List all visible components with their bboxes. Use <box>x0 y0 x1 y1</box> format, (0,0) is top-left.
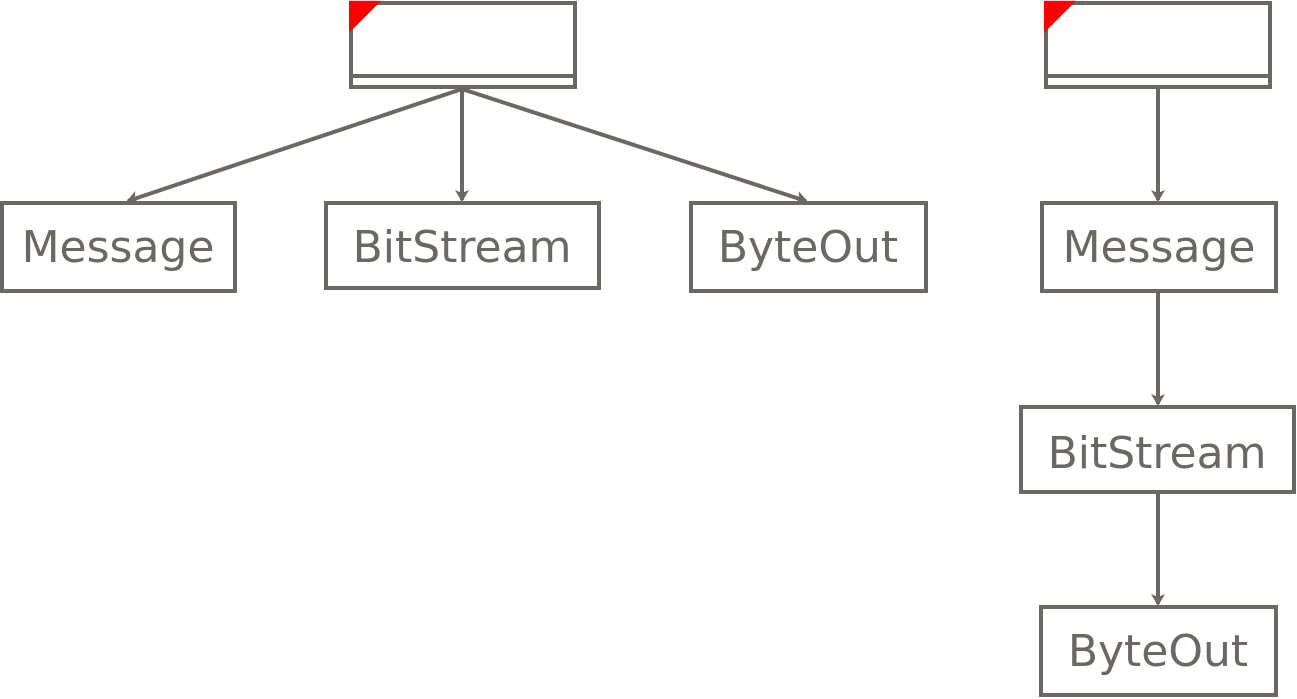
chain-diagram: Message BitStream ByteOut <box>1019 1 1296 697</box>
node-label: Message <box>22 222 215 273</box>
node-label: ByteOut <box>1068 626 1248 677</box>
node-label: ByteOut <box>718 222 898 273</box>
root-node <box>1044 1 1272 89</box>
node-label: BitStream <box>1048 428 1267 479</box>
node-byteout: ByteOut <box>1039 605 1278 697</box>
fanout-diagram: Message BitStream ByteOut <box>0 1 928 293</box>
node-bitstream: BitStream <box>1019 405 1296 494</box>
red-corner-marker <box>1044 1 1076 33</box>
edge-to-byteout <box>461 87 808 205</box>
node-bitstream: BitStream <box>324 201 601 290</box>
red-corner-marker <box>349 1 381 33</box>
node-label: BitStream <box>353 222 572 273</box>
root-node <box>349 1 577 89</box>
node-message: Message <box>0 201 237 293</box>
edge-to-message <box>126 87 463 205</box>
node-message: Message <box>1040 201 1278 293</box>
node-byteout: ByteOut <box>689 201 928 293</box>
node-label: Message <box>1063 222 1256 273</box>
